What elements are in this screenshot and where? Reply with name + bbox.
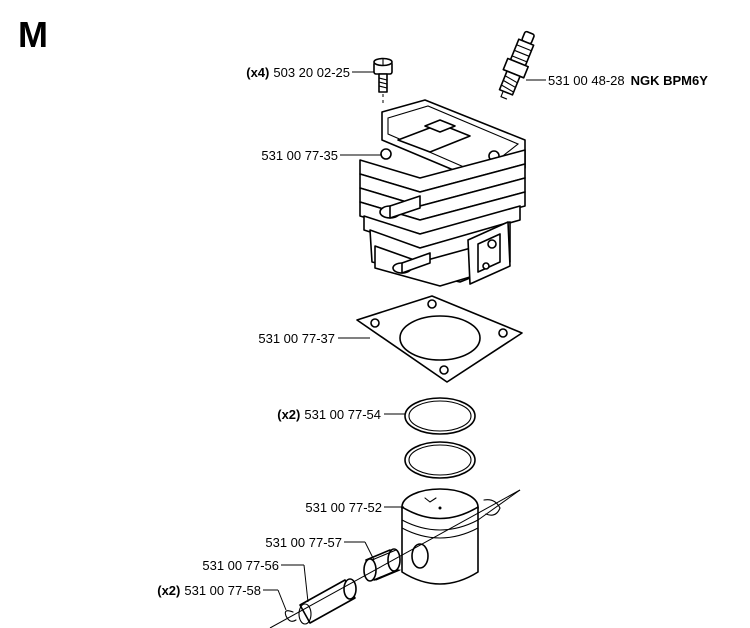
gasket-drawing: [356, 295, 523, 383]
piston-drawing: [401, 488, 521, 585]
needle-bearing-drawing: [363, 548, 401, 582]
cylinder-drawing: [359, 99, 526, 287]
part-label-gasket: 531 00 77-37: [258, 331, 335, 346]
leader-lines: [263, 71, 546, 611]
part-label-needle-bearing: 531 00 77-57: [265, 535, 342, 550]
section-letter: M: [18, 14, 48, 55]
part-label-piston: 531 00 77-52: [305, 500, 382, 515]
assembly-axis-line: [269, 489, 521, 628]
piston-ring-drawing: [404, 397, 476, 479]
part-label-piston-ring: (x2)531 00 77-54: [277, 407, 381, 422]
part-label-cylinder: 531 00 77-35: [261, 148, 338, 163]
piston-pin-drawing: [298, 578, 357, 625]
part-label-screw: (x4)503 20 02-25: [246, 65, 350, 80]
part-label-circlip: (x2)531 00 77-58: [157, 583, 261, 598]
screw-drawing: [373, 57, 393, 104]
spark-plug-drawing: [498, 30, 535, 100]
part-label-piston-pin: 531 00 77-56: [202, 558, 279, 573]
circlip-drawing: [284, 610, 297, 622]
